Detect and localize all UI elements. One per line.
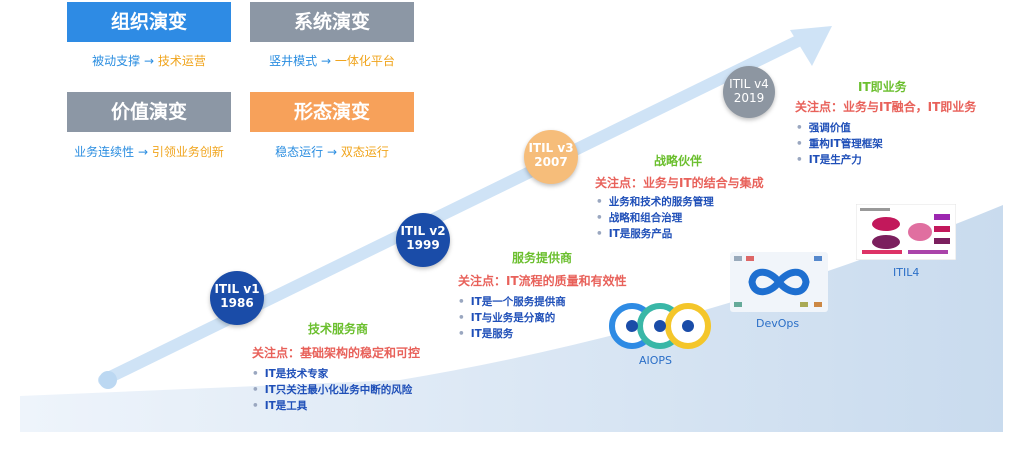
- tool-label-aiops: AIOPS: [639, 354, 673, 367]
- list-item: 战略和组合治理: [596, 210, 714, 226]
- list-item: IT是服务产品: [596, 226, 714, 242]
- list-item: 强调价值: [796, 120, 883, 136]
- growth-ramp: [20, 205, 1003, 432]
- box-system-caption: 竖井模式 → 一体化平台: [269, 54, 395, 68]
- list-item: IT与业务是分离的: [458, 310, 566, 326]
- stage3-focus: 关注点：业务与IT的结合与集成: [595, 176, 764, 190]
- stage4-heading: IT即业务: [858, 80, 907, 94]
- stage2-heading: 服务提供商: [512, 251, 573, 265]
- growth-arrow-head: [790, 26, 832, 66]
- circle-itil-v3: ITIL v3 2007: [524, 130, 578, 184]
- circle-itil-v2: ITIL v2 1999: [396, 213, 450, 267]
- stage2-bullets: IT是一个服务提供商 IT与业务是分离的 IT是服务: [458, 294, 566, 342]
- box-system-title: 系统演变: [293, 11, 370, 33]
- devops-graphic: [730, 252, 828, 312]
- growth-arrow: [98, 34, 806, 386]
- timeline-start-dot: [99, 371, 117, 389]
- stage2-focus: 关注点：IT流程的质量和有效性: [458, 274, 627, 288]
- stage1-focus: 关注点：基础架构的稳定和可控: [252, 346, 421, 360]
- list-item: IT是服务: [458, 326, 566, 342]
- circle-itil-v4: ITIL v4 2019: [723, 66, 775, 118]
- stage3-bullets: 业务和技术的服务管理 战略和组合治理 IT是服务产品: [596, 194, 714, 242]
- stage3-heading: 战略伙伴: [654, 154, 703, 168]
- box-value: 价值演变: [67, 92, 231, 132]
- circle-itil-v1: ITIL v1 1986: [210, 271, 264, 325]
- stage4-bullets: 强调价值 重构IT管理框架 IT是生产力: [796, 120, 883, 168]
- box-organization-caption: 被动支撑 → 技术运营: [92, 54, 206, 68]
- stage1-heading: 技术服务商: [308, 322, 369, 336]
- stage1-bullets: IT是技术专家 IT只关注最小化业务中断的风险 IT是工具: [252, 366, 413, 414]
- list-item: 重构IT管理框架: [796, 136, 883, 152]
- stage4-focus: 关注点：业务与IT融合，IT即业务: [795, 100, 977, 114]
- tool-label-itil4: ITIL4: [893, 266, 920, 279]
- box-organization-title: 组织演变: [110, 11, 187, 33]
- tool-label-devops: DevOps: [756, 317, 800, 330]
- box-organization: 组织演变: [67, 2, 231, 42]
- list-item: IT是一个服务提供商: [458, 294, 566, 310]
- list-item: 业务和技术的服务管理: [596, 194, 714, 210]
- list-item: IT是生产力: [796, 152, 883, 168]
- box-form-title: 形态演变: [293, 101, 370, 123]
- list-item: IT只关注最小化业务中断的风险: [252, 382, 413, 398]
- aiops-graphic: [609, 303, 711, 349]
- box-form-caption: 稳态运行 → 双态运行: [275, 145, 389, 159]
- box-value-caption: 业务连续性 → 引领业务创新: [74, 145, 224, 159]
- box-form: 形态演变: [250, 92, 414, 132]
- itil4-graphic: [856, 204, 956, 260]
- infinity-icon: [748, 268, 810, 296]
- box-system: 系统演变: [250, 2, 414, 42]
- list-item: IT是工具: [252, 398, 412, 414]
- list-item: IT是技术专家: [252, 366, 412, 382]
- box-value-title: 价值演变: [110, 101, 187, 123]
